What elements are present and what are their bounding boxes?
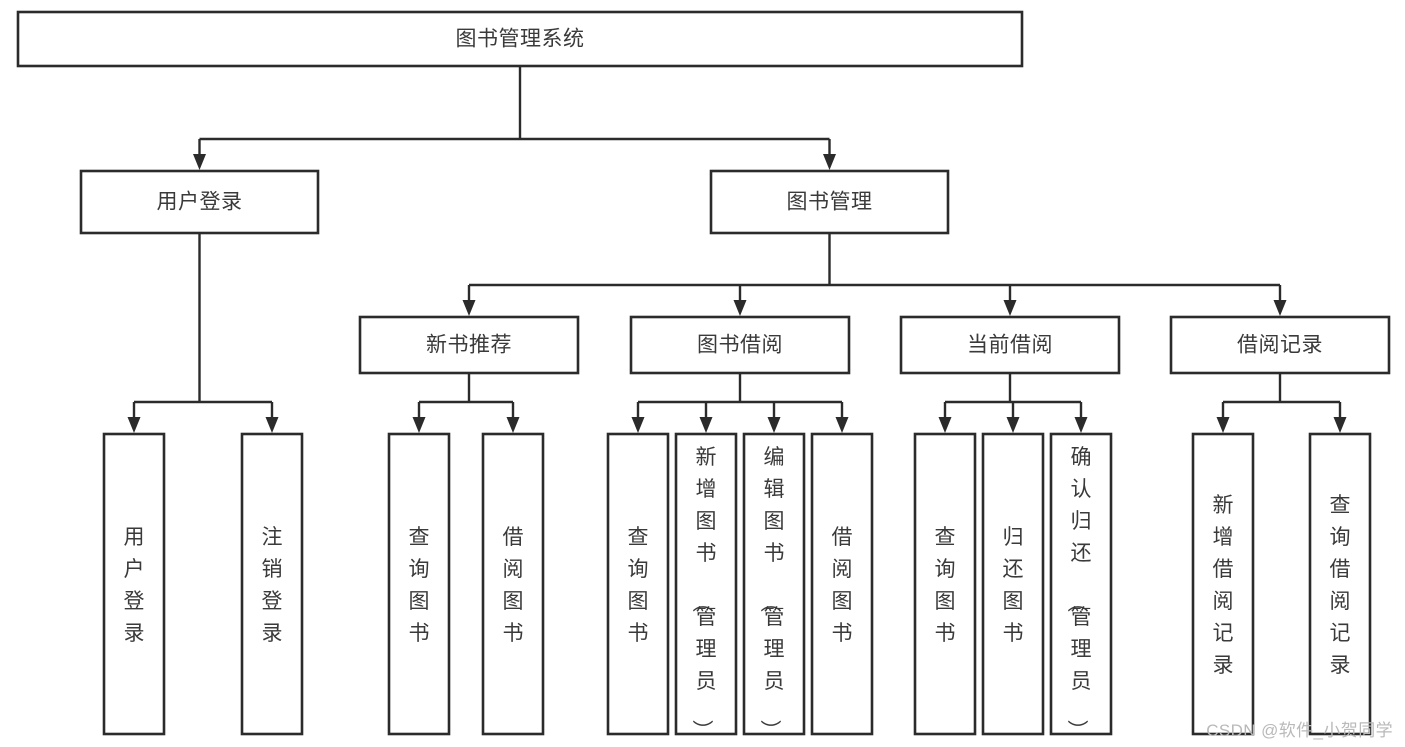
node-label-leaf-query-book-1: 查询图书 bbox=[409, 526, 430, 645]
node-user-login[interactable]: 用户登录 bbox=[79, 169, 320, 235]
node-label-leaf-query-book-3: 查询图书 bbox=[935, 526, 956, 645]
node-label-leaf-user-logout: 注销登录 bbox=[262, 526, 283, 645]
node-box-root[interactable] bbox=[16, 10, 1024, 68]
node-label-leaf-add-record: 新增借阅记录 bbox=[1213, 494, 1234, 677]
arrow-head-leaf-user-login bbox=[127, 417, 141, 433]
node-book-manage[interactable]: 图书管理 bbox=[709, 169, 950, 235]
node-box-leaf-confirm-return[interactable] bbox=[1049, 432, 1113, 736]
arrow-head-leaf-edit-book bbox=[767, 417, 781, 433]
arrow-head-leaf-return-book bbox=[1006, 417, 1020, 433]
node-label-leaf-borrow-book-2: 借阅图书 bbox=[832, 526, 853, 645]
node-root[interactable]: 图书管理系统 bbox=[16, 10, 1024, 68]
node-leaf-edit-book[interactable]: 编辑图书（管理员） bbox=[742, 432, 806, 741]
arrow-head-user-login bbox=[193, 154, 206, 170]
node-label-root: 图书管理系统 bbox=[456, 28, 585, 51]
arrow-head-leaf-add-record bbox=[1216, 417, 1230, 433]
node-leaf-borrow-book-1[interactable]: 借阅图书 bbox=[481, 432, 545, 736]
node-label-book-borrow: 图书借阅 bbox=[697, 334, 783, 357]
node-new-book-recommend[interactable]: 新书推荐 bbox=[358, 315, 580, 375]
node-book-borrow[interactable]: 图书借阅 bbox=[629, 315, 851, 375]
node-label-leaf-add-book: 新增图书（管理员） bbox=[691, 446, 717, 741]
arrow-head-leaf-query-record bbox=[1333, 417, 1347, 433]
node-label-user-login: 用户登录 bbox=[157, 191, 243, 214]
node-box-leaf-query-book-3[interactable] bbox=[913, 432, 977, 736]
node-box-leaf-borrow-book-1[interactable] bbox=[481, 432, 545, 736]
node-label-leaf-confirm-return: 确认归还（管理员） bbox=[1066, 446, 1092, 741]
node-box-borrow-record[interactable] bbox=[1169, 315, 1391, 375]
node-box-leaf-query-book-2[interactable] bbox=[606, 432, 670, 736]
arrow-head-leaf-query-book-3 bbox=[938, 417, 952, 433]
arrow-head-current-borrow bbox=[1003, 300, 1017, 316]
node-leaf-add-book[interactable]: 新增图书（管理员） bbox=[674, 432, 738, 741]
arrow-head-leaf-add-book bbox=[699, 417, 713, 433]
node-box-book-borrow[interactable] bbox=[629, 315, 851, 375]
node-leaf-confirm-return[interactable]: 确认归还（管理员） bbox=[1049, 432, 1113, 741]
node-layer: 图书管理系统用户登录图书管理新书推荐图书借阅当前借阅借阅记录用户登录注销登录查询… bbox=[16, 10, 1391, 741]
arrow-head-leaf-confirm-return bbox=[1074, 417, 1088, 433]
node-box-leaf-borrow-book-2[interactable] bbox=[810, 432, 874, 736]
node-label-new-book-recommend: 新书推荐 bbox=[426, 334, 512, 357]
node-box-leaf-add-book[interactable] bbox=[674, 432, 738, 736]
node-leaf-query-record[interactable]: 查询借阅记录 bbox=[1308, 432, 1372, 736]
node-label-current-borrow: 当前借阅 bbox=[967, 334, 1053, 357]
arrow-head-new-book-recommend bbox=[462, 300, 476, 316]
node-label-leaf-borrow-book-1: 借阅图书 bbox=[503, 526, 524, 645]
node-box-leaf-user-logout[interactable] bbox=[240, 432, 304, 736]
node-label-leaf-user-login: 用户登录 bbox=[124, 526, 145, 645]
node-box-new-book-recommend[interactable] bbox=[358, 315, 580, 375]
node-label-leaf-query-book-2: 查询图书 bbox=[628, 526, 649, 645]
node-borrow-record[interactable]: 借阅记录 bbox=[1169, 315, 1391, 375]
arrow-head-borrow-record bbox=[1273, 300, 1287, 316]
arrow-head-leaf-borrow-book-2 bbox=[835, 417, 849, 433]
node-current-borrow[interactable]: 当前借阅 bbox=[899, 315, 1121, 375]
node-label-book-manage: 图书管理 bbox=[787, 191, 873, 214]
node-box-current-borrow[interactable] bbox=[899, 315, 1121, 375]
arrow-head-book-manage bbox=[823, 154, 836, 170]
node-leaf-query-book-1[interactable]: 查询图书 bbox=[387, 432, 451, 736]
node-label-borrow-record: 借阅记录 bbox=[1237, 334, 1323, 357]
connector-layer bbox=[127, 66, 1347, 433]
node-leaf-user-login[interactable]: 用户登录 bbox=[102, 432, 166, 736]
node-box-leaf-query-book-1[interactable] bbox=[387, 432, 451, 736]
arrow-head-leaf-user-logout bbox=[265, 417, 279, 433]
arrow-head-book-borrow bbox=[733, 300, 747, 316]
node-label-leaf-query-record: 查询借阅记录 bbox=[1330, 494, 1351, 677]
node-label-leaf-return-book: 归还图书 bbox=[1003, 526, 1024, 645]
arrow-head-leaf-query-book-2 bbox=[631, 417, 645, 433]
node-box-leaf-user-login[interactable] bbox=[102, 432, 166, 736]
node-box-leaf-edit-book[interactable] bbox=[742, 432, 806, 736]
node-leaf-user-logout[interactable]: 注销登录 bbox=[240, 432, 304, 736]
arrow-head-leaf-borrow-book-1 bbox=[506, 417, 520, 433]
node-box-leaf-query-record[interactable] bbox=[1308, 432, 1372, 736]
node-leaf-query-book-3[interactable]: 查询图书 bbox=[913, 432, 977, 736]
node-box-leaf-return-book[interactable] bbox=[981, 432, 1045, 736]
node-leaf-add-record[interactable]: 新增借阅记录 bbox=[1191, 432, 1255, 736]
node-label-leaf-edit-book: 编辑图书（管理员） bbox=[759, 446, 785, 741]
node-box-book-manage[interactable] bbox=[709, 169, 950, 235]
arrow-head-leaf-query-book-1 bbox=[412, 417, 426, 433]
node-box-user-login[interactable] bbox=[79, 169, 320, 235]
node-leaf-borrow-book-2[interactable]: 借阅图书 bbox=[810, 432, 874, 736]
node-leaf-query-book-2[interactable]: 查询图书 bbox=[606, 432, 670, 736]
node-leaf-return-book[interactable]: 归还图书 bbox=[981, 432, 1045, 736]
node-box-leaf-add-record[interactable] bbox=[1191, 432, 1255, 736]
